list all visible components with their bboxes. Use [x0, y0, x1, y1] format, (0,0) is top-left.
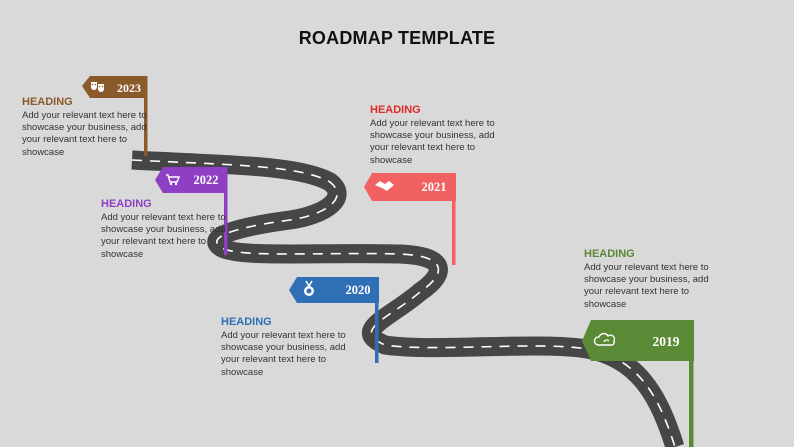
cloud-sync-icon — [593, 332, 616, 346]
milestone-2020-flag: 2020 — [289, 277, 379, 363]
milestone-2021-flag: 2021 — [364, 173, 456, 265]
milestone-2020-text: HEADING Add your relevant text here to s… — [221, 316, 406, 379]
year-label: 2022 — [194, 173, 219, 187]
milestone-2022-text: HEADING Add your relevant text here to s… — [101, 198, 286, 261]
year-label: 2023 — [117, 81, 141, 95]
heading: HEADING — [584, 248, 635, 260]
heading: HEADING — [22, 96, 73, 108]
heading: HEADING — [221, 316, 272, 328]
year-label: 2020 — [346, 283, 371, 297]
heading: HEADING — [370, 104, 421, 116]
milestone-2019-text: HEADING Add your relevant text here to s… — [584, 248, 769, 311]
shopping-cart-icon — [166, 174, 181, 186]
heading: HEADING — [101, 198, 152, 210]
page-title: ROADMAP TEMPLATE — [298, 28, 496, 48]
year-label: 2021 — [422, 180, 447, 194]
milestone-2021-text: HEADING Add your relevant text here to s… — [370, 104, 555, 167]
year-label: 2019 — [653, 334, 680, 349]
description: Add your relevant text here to showcase … — [101, 212, 226, 260]
milestone-2022-flag: 2022 — [155, 167, 228, 255]
milestone-2023-text: HEADING Add your relevant text here to s… — [22, 96, 207, 159]
theater-masks-icon — [91, 82, 104, 92]
milestone-2023-flag: 2023 — [82, 76, 148, 156]
road — [131, 150, 685, 447]
lane-marking — [131, 159, 676, 447]
milestone-2019-flag: 2019 — [582, 320, 694, 447]
description: Add your relevant text here to showcase … — [584, 262, 709, 310]
handshake-icon — [375, 181, 394, 191]
description: Add your relevant text here to showcase … — [370, 118, 495, 166]
description: Add your relevant text here to showcase … — [22, 110, 147, 158]
medal-icon — [304, 280, 314, 296]
description: Add your relevant text here to showcase … — [221, 330, 346, 378]
